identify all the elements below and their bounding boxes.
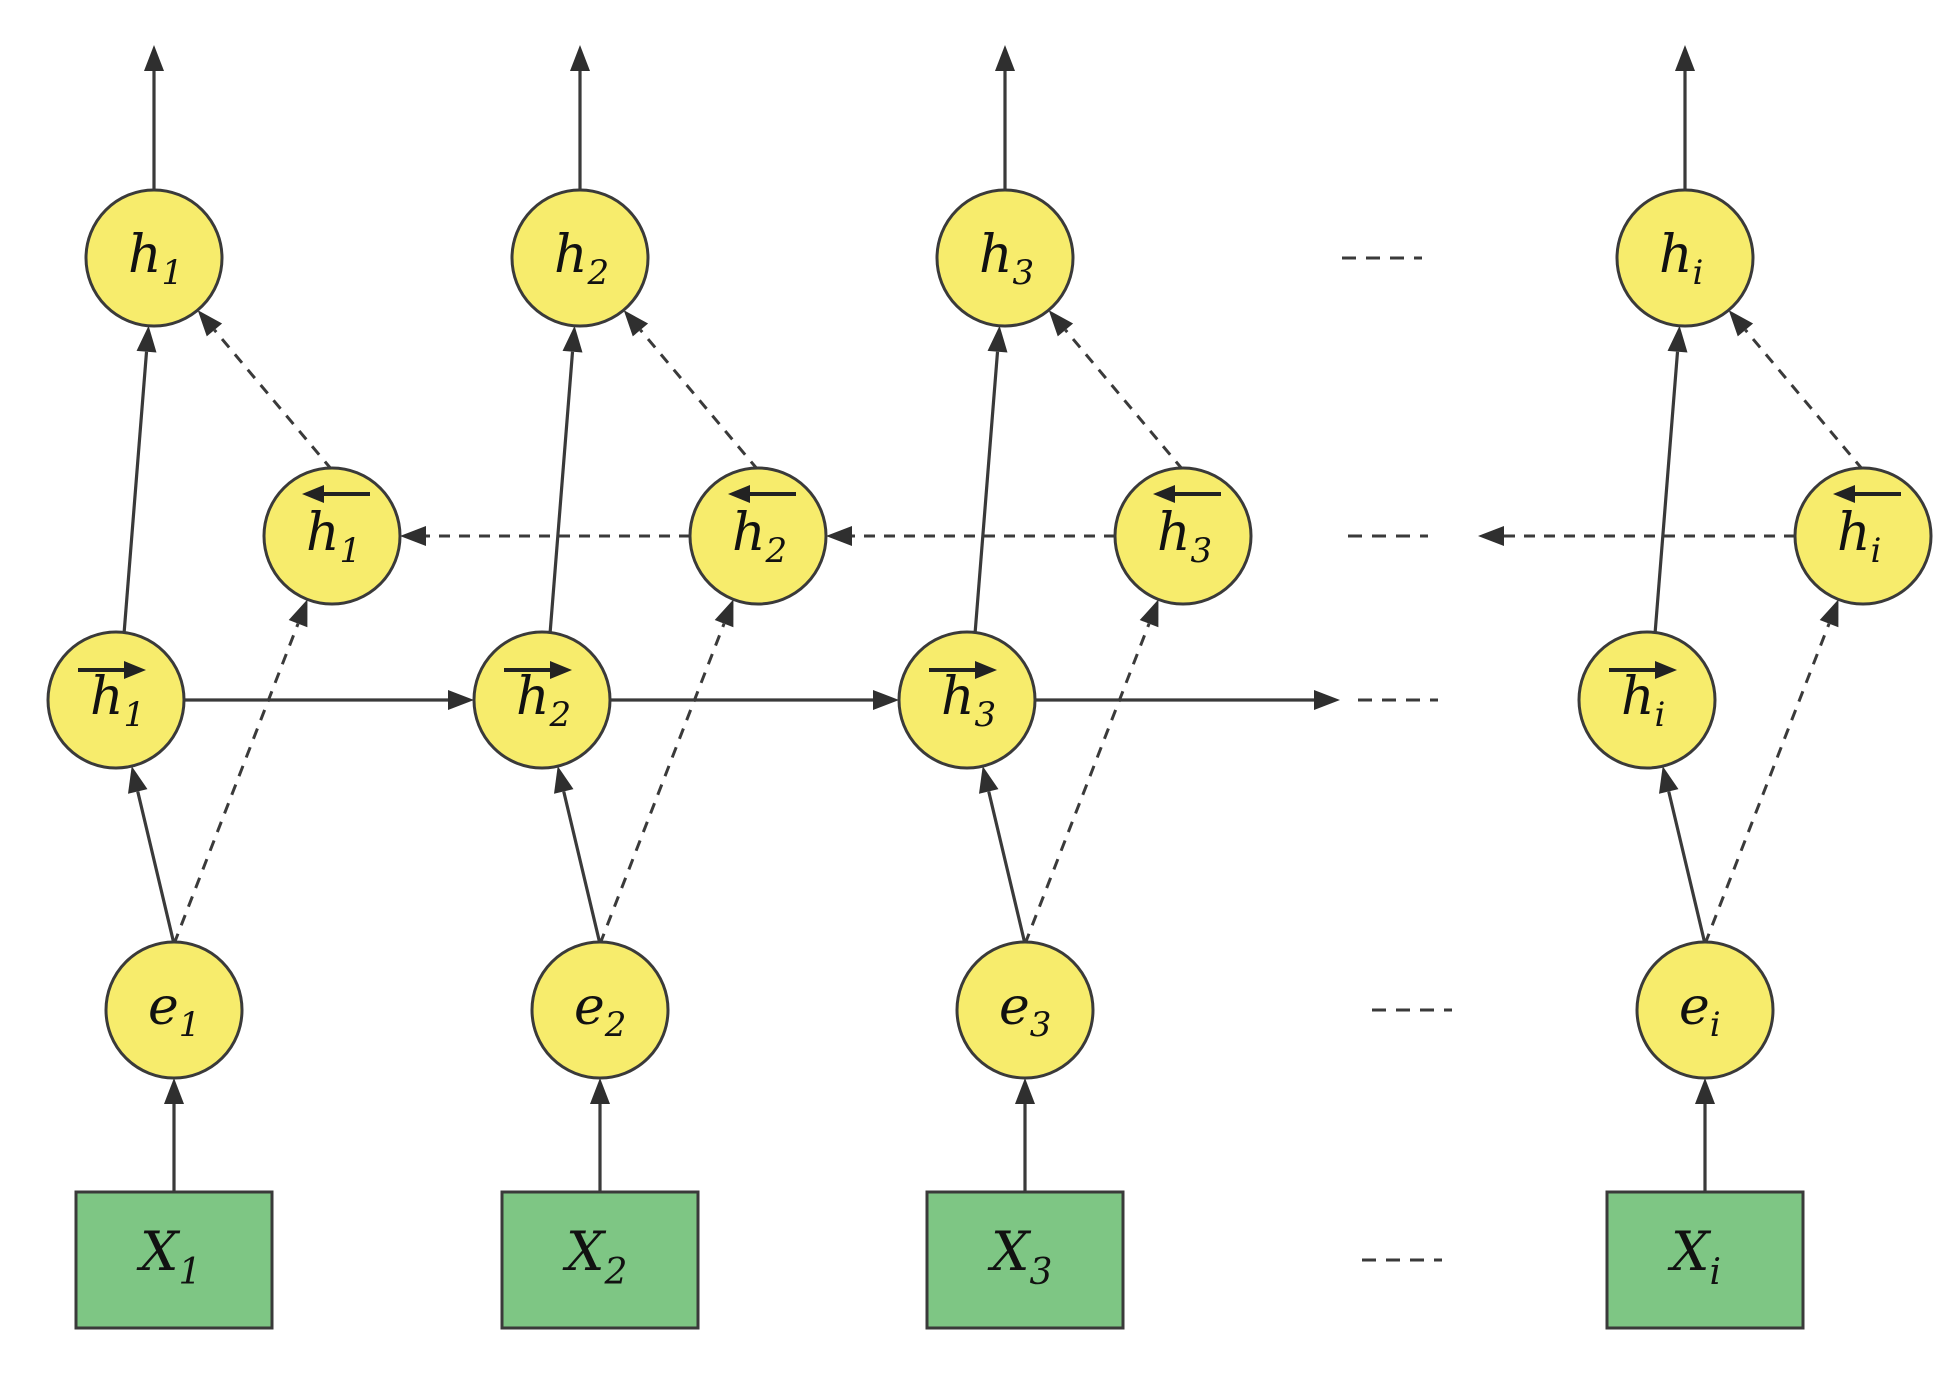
- left-arrow-icon: [302, 485, 370, 503]
- embedding-node: e1: [104, 940, 244, 1080]
- input-node-label: X3: [987, 1220, 1052, 1293]
- input-node: Xi: [1605, 1190, 1805, 1330]
- input-node: X3: [925, 1190, 1125, 1330]
- backward-hidden-node: h2: [688, 466, 828, 606]
- right-arrow-icon: [78, 661, 146, 679]
- embedding-node-label: e3: [999, 977, 1051, 1045]
- left-arrow-icon: [1833, 485, 1901, 503]
- edge-backward-to-h: [1048, 310, 1185, 471]
- edge-forward-to-h: [973, 325, 1008, 635]
- edge-h-output: [995, 45, 1015, 190]
- input-node: X2: [500, 1190, 700, 1330]
- output-hidden-node: h3: [935, 188, 1075, 328]
- input-node-label: X1: [136, 1220, 201, 1293]
- output-hidden-node-label: hi: [1659, 225, 1703, 293]
- input-node: X1: [74, 1190, 274, 1330]
- edge-x-to-e: [164, 1078, 184, 1192]
- edge-backward-recurrent: [400, 526, 690, 546]
- edge-e-to-backward: [1023, 599, 1159, 945]
- embedding-node: ei: [1635, 940, 1775, 1080]
- edge-backward-recurrent: [826, 526, 1115, 546]
- forward-hidden-node-label: h3: [941, 667, 996, 735]
- backward-hidden-node: h1: [262, 466, 402, 606]
- output-hidden-node: h2: [510, 188, 650, 328]
- embedding-node-label: e1: [148, 977, 200, 1045]
- edge-forward-to-h: [1653, 325, 1688, 635]
- embedding-node-label: e2: [574, 977, 626, 1045]
- forward-hidden-node: hi: [1577, 630, 1717, 770]
- edge-e-to-forward: [554, 766, 602, 945]
- forward-hidden-node: h2: [472, 630, 612, 770]
- output-hidden-node-label: h2: [554, 225, 609, 293]
- input-node-label: X2: [562, 1220, 627, 1293]
- output-hidden-node-label: h1: [128, 225, 183, 293]
- edge-h-output: [570, 45, 590, 190]
- edge-backward-recurrent: [1478, 526, 1795, 546]
- left-arrow-icon: [728, 485, 796, 503]
- edge-forward-to-h: [122, 325, 157, 635]
- backward-hidden-node: hi: [1793, 466, 1933, 606]
- forward-hidden-node-label: h1: [90, 667, 145, 735]
- embedding-node: e3: [955, 940, 1095, 1080]
- edge-x-to-e: [1015, 1078, 1035, 1192]
- edge-e-to-forward: [979, 766, 1027, 945]
- forward-hidden-node: h3: [897, 630, 1037, 770]
- forward-hidden-node-label: h2: [516, 667, 571, 735]
- edge-forward-recurrent: [1035, 690, 1340, 710]
- edge-e-to-forward: [128, 766, 176, 945]
- ellipsis-layer: [1342, 256, 1452, 1262]
- edge-e-to-backward: [1703, 599, 1839, 945]
- left-arrow-icon: [1153, 485, 1221, 503]
- forward-hidden-node: h1: [46, 630, 186, 770]
- edge-forward-recurrent: [610, 690, 899, 710]
- edge-h-output: [1675, 45, 1695, 190]
- edge-backward-to-h: [1728, 310, 1865, 471]
- edge-x-to-e: [1695, 1078, 1715, 1192]
- output-hidden-node: h1: [84, 188, 224, 328]
- input-node-label: Xi: [1667, 1220, 1721, 1293]
- output-hidden-node: hi: [1615, 188, 1755, 328]
- edge-backward-to-h: [197, 310, 334, 471]
- edge-forward-recurrent: [184, 690, 474, 710]
- edge-h-output: [144, 45, 164, 190]
- edge-e-to-forward: [1659, 766, 1707, 945]
- embedding-node-label: ei: [1679, 977, 1721, 1045]
- right-arrow-icon: [1609, 661, 1677, 679]
- output-hidden-node-label: h3: [979, 225, 1034, 293]
- right-arrow-icon: [929, 661, 997, 679]
- right-arrow-icon: [504, 661, 572, 679]
- backward-hidden-node: h3: [1113, 466, 1253, 606]
- edge-e-to-backward: [598, 599, 734, 945]
- backward-hidden-node-label: h3: [1157, 503, 1212, 571]
- edge-backward-to-h: [623, 310, 760, 471]
- edge-forward-to-h: [548, 325, 583, 635]
- edge-e-to-backward: [172, 599, 308, 945]
- edges-layer: [122, 45, 1865, 1192]
- backward-hidden-node-label: h1: [306, 503, 361, 571]
- forward-hidden-node-label: hi: [1621, 667, 1665, 735]
- backward-hidden-node-label: h2: [732, 503, 787, 571]
- backward-hidden-node-label: hi: [1837, 503, 1881, 571]
- edge-x-to-e: [590, 1078, 610, 1192]
- embedding-node: e2: [530, 940, 670, 1080]
